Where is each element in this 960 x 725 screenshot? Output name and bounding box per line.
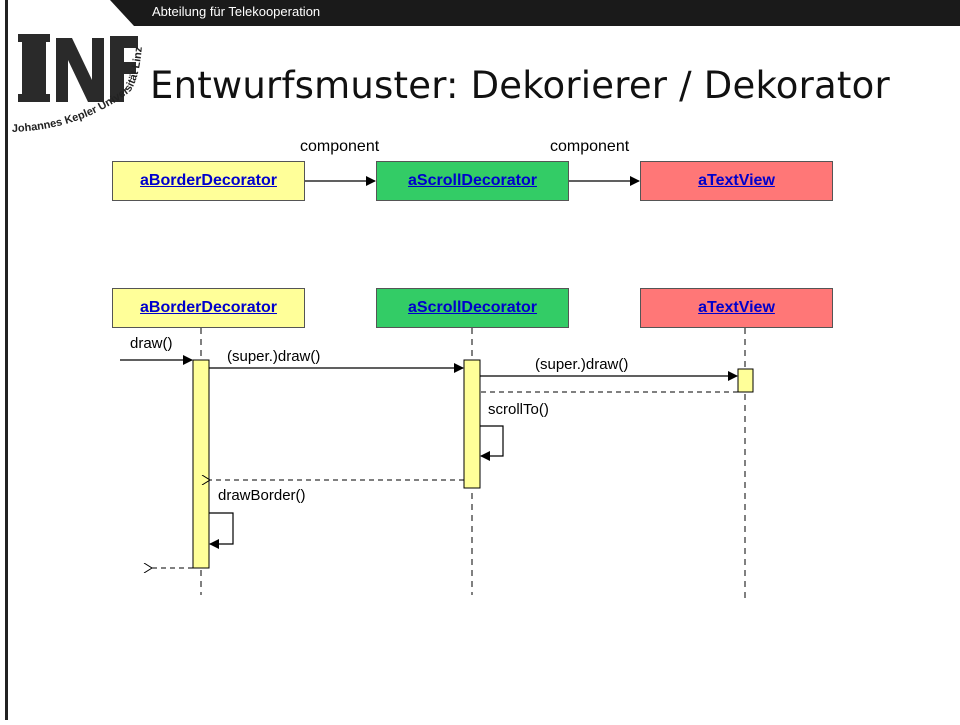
activation-text-view [737, 368, 754, 393]
message-draw-border-label: drawBorder() [218, 487, 306, 504]
lifeline-head-border-decorator: aBorderDecorator [112, 288, 305, 328]
message-super-draw-2-label: (super.)draw() [535, 356, 629, 373]
lifeline-head-scroll-decorator: aScrollDecorator [376, 288, 569, 328]
message-scroll-to-label: scrollTo() [488, 401, 549, 418]
inf-logo-icon [18, 30, 140, 102]
object-text-view: aTextView [640, 161, 833, 201]
link-label-2: component [550, 138, 630, 155]
object-scroll-decorator: aScrollDecorator [376, 161, 569, 201]
message-super-draw-1-label: (super.)draw() [227, 348, 321, 365]
department-label: Abteilung für Telekooperation [152, 4, 321, 19]
message-scroll-to-arrow [480, 425, 504, 461]
link-label-1: component [300, 138, 380, 155]
banner-shape [110, 0, 960, 26]
left-rule [5, 0, 8, 720]
page-title: Entwurfsmuster: Dekorierer / Dekorator [150, 64, 890, 107]
message-draw-label: draw() [130, 335, 173, 352]
activation-border-decorator [192, 359, 210, 569]
university-logo: Johannes Kepler Universität Linz [0, 0, 160, 720]
lifeline-head-text-view: aTextView [640, 288, 833, 328]
activation-scroll-decorator [463, 359, 481, 489]
header-banner [110, 0, 960, 26]
object-border-decorator: aBorderDecorator [112, 161, 305, 201]
message-draw-border-arrow [209, 512, 234, 549]
